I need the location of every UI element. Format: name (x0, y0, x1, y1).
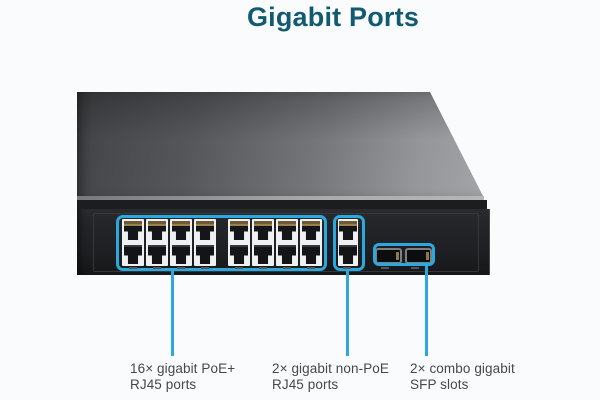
port-number-mark (411, 267, 419, 269)
port-number-mark (259, 267, 267, 269)
rj45-port-column (252, 219, 274, 266)
rj45-jack (196, 221, 214, 240)
rj45-port-column (276, 219, 298, 266)
callout-label-poe-ports: 16× gigabit PoE+ RJ45 ports (130, 361, 235, 392)
callout-label-non-poe-ports: 2× gigabit non-PoE RJ45 ports (272, 361, 389, 392)
rj45-jack (278, 245, 296, 264)
rj45-port-column (170, 219, 192, 266)
rj45-jack (254, 221, 272, 240)
rj45-jack (302, 245, 320, 264)
rj45-jack (339, 221, 357, 240)
label-line-1: 16× gigabit PoE+ (130, 361, 236, 376)
switch-front-edge-seam (77, 200, 487, 209)
switch-front-edge-highlight (77, 196, 484, 200)
callout-box-sfp-slots (373, 243, 435, 266)
callout-line-sfp-slots (425, 265, 428, 356)
rj45-jack (148, 221, 166, 240)
label-line-1: 2× gigabit non-PoE (272, 361, 390, 376)
callout-box-non-poe-ports (333, 215, 365, 271)
page-title: Gigabit Ports (246, 2, 420, 32)
port-number-mark (177, 267, 185, 269)
port-number-mark (129, 267, 137, 269)
rj45-jack (124, 221, 142, 240)
callout-line-poe-ports (171, 270, 174, 356)
label-line-2: SFP slots (410, 376, 469, 392)
rj45-port-column (122, 219, 144, 266)
rj45-jack (302, 221, 320, 240)
port-number-mark (307, 267, 315, 269)
rj45-port-column (228, 219, 250, 266)
rj45-jack (172, 245, 190, 264)
rj45-port-column (338, 219, 358, 266)
rj45-jack (254, 245, 272, 264)
port-number-mark (343, 267, 351, 269)
port-panel-recess (93, 213, 479, 272)
rj45-jack (230, 221, 248, 240)
label-line-2: RJ45 ports (272, 376, 339, 392)
rj45-jack (278, 221, 296, 240)
callout-line-non-poe-ports (346, 270, 349, 356)
port-number-mark (381, 267, 389, 269)
rj45-port-column (146, 219, 168, 266)
label-line-1: 2× combo gigabit (410, 361, 515, 376)
poe-rj45-port-block-2 (228, 219, 322, 266)
switch-top-panel (77, 92, 483, 196)
poe-rj45-port-block-1 (122, 219, 216, 266)
port-number-mark (201, 267, 209, 269)
port-number-mark (153, 267, 161, 269)
rj45-jack (172, 221, 190, 240)
port-number-mark (283, 267, 291, 269)
callout-box-poe-ports (116, 215, 327, 271)
rj45-jack (230, 245, 248, 264)
rj45-port-column (194, 219, 216, 266)
callout-label-sfp-slots: 2× combo gigabit SFP slots (410, 361, 515, 392)
rj45-jack (148, 245, 166, 264)
uplink-rj45-ports (338, 219, 358, 266)
rj45-jack (196, 245, 214, 264)
port-number-mark (235, 267, 243, 269)
rj45-port-column (300, 219, 322, 266)
label-line-2: RJ45 ports (130, 376, 197, 392)
rj45-jack (124, 245, 142, 264)
rj45-jack (339, 245, 357, 264)
